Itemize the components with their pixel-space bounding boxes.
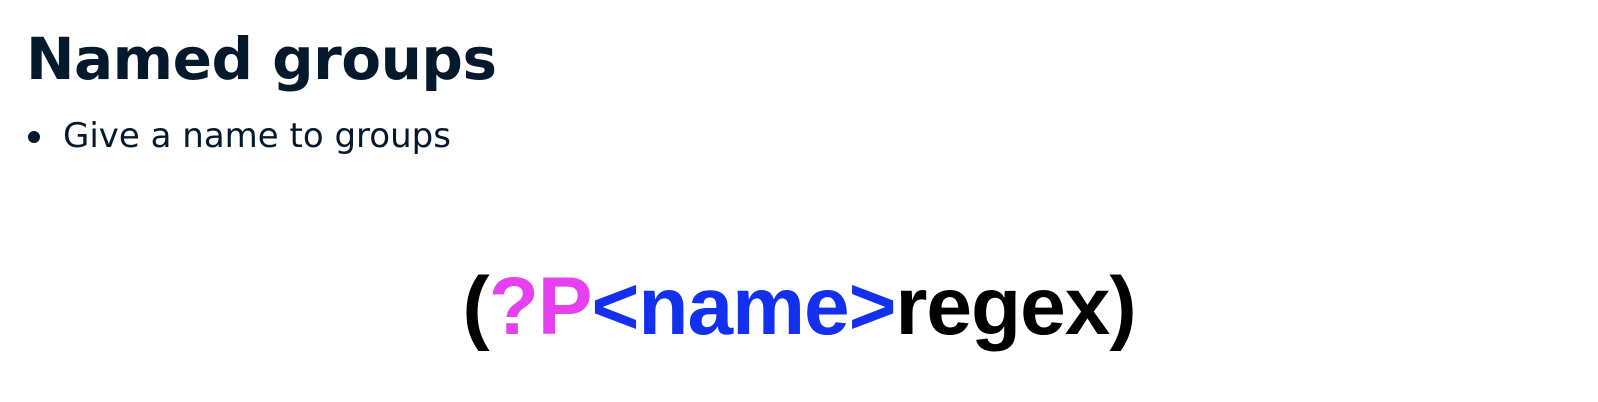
syntax-open-angle: < (591, 261, 639, 352)
slide-title: Named groups (26, 25, 497, 93)
syntax-name: name (638, 261, 849, 352)
named-group-syntax: (?P<name>regex) (0, 262, 1598, 352)
syntax-close-angle: > (848, 261, 897, 352)
bullet-item: Give a name to groups (26, 114, 451, 158)
syntax-close-paren: ) (1109, 261, 1136, 352)
syntax-question-p: ?P (488, 261, 593, 352)
bullet-list: Give a name to groups (26, 114, 451, 158)
bullet-text: Give a name to groups (63, 116, 451, 156)
syntax-regex: regex (895, 261, 1110, 352)
syntax-open-paren: ( (462, 261, 489, 352)
bullet-dot-icon (28, 131, 40, 143)
